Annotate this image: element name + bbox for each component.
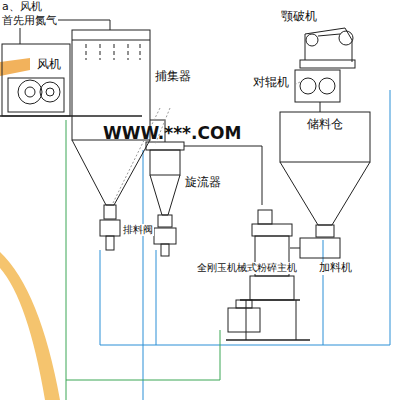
part-label: 排料阀 <box>122 224 154 236</box>
part-label: 加料机 <box>318 262 353 275</box>
fan <box>0 20 142 116</box>
part-label: 储料仓 <box>306 118 344 132</box>
part-label: 捕集器 <box>154 70 192 84</box>
feeder <box>290 238 340 258</box>
part-label: a、风机 <box>1 1 43 14</box>
leader-lines <box>112 82 300 205</box>
part-label: 对辊机 <box>252 76 290 90</box>
roller-mill <box>295 70 340 112</box>
accent-stripe <box>0 58 30 76</box>
accent-stripe <box>0 252 60 400</box>
part-label: 颚破机 <box>280 10 318 24</box>
storage-hopper <box>280 112 370 237</box>
grinder <box>226 210 310 340</box>
ground-wires <box>66 120 220 400</box>
part-label: 旋流器 <box>184 176 222 190</box>
watermark: WWW.***.COM <box>102 124 242 144</box>
part-label: 首先用氮气 <box>1 15 58 28</box>
part-label: 全刚玉机械式粉碎主机 <box>196 262 298 274</box>
signal-wires <box>100 90 390 400</box>
part-label: 风机 <box>36 58 62 72</box>
jaw-crusher <box>300 28 355 68</box>
